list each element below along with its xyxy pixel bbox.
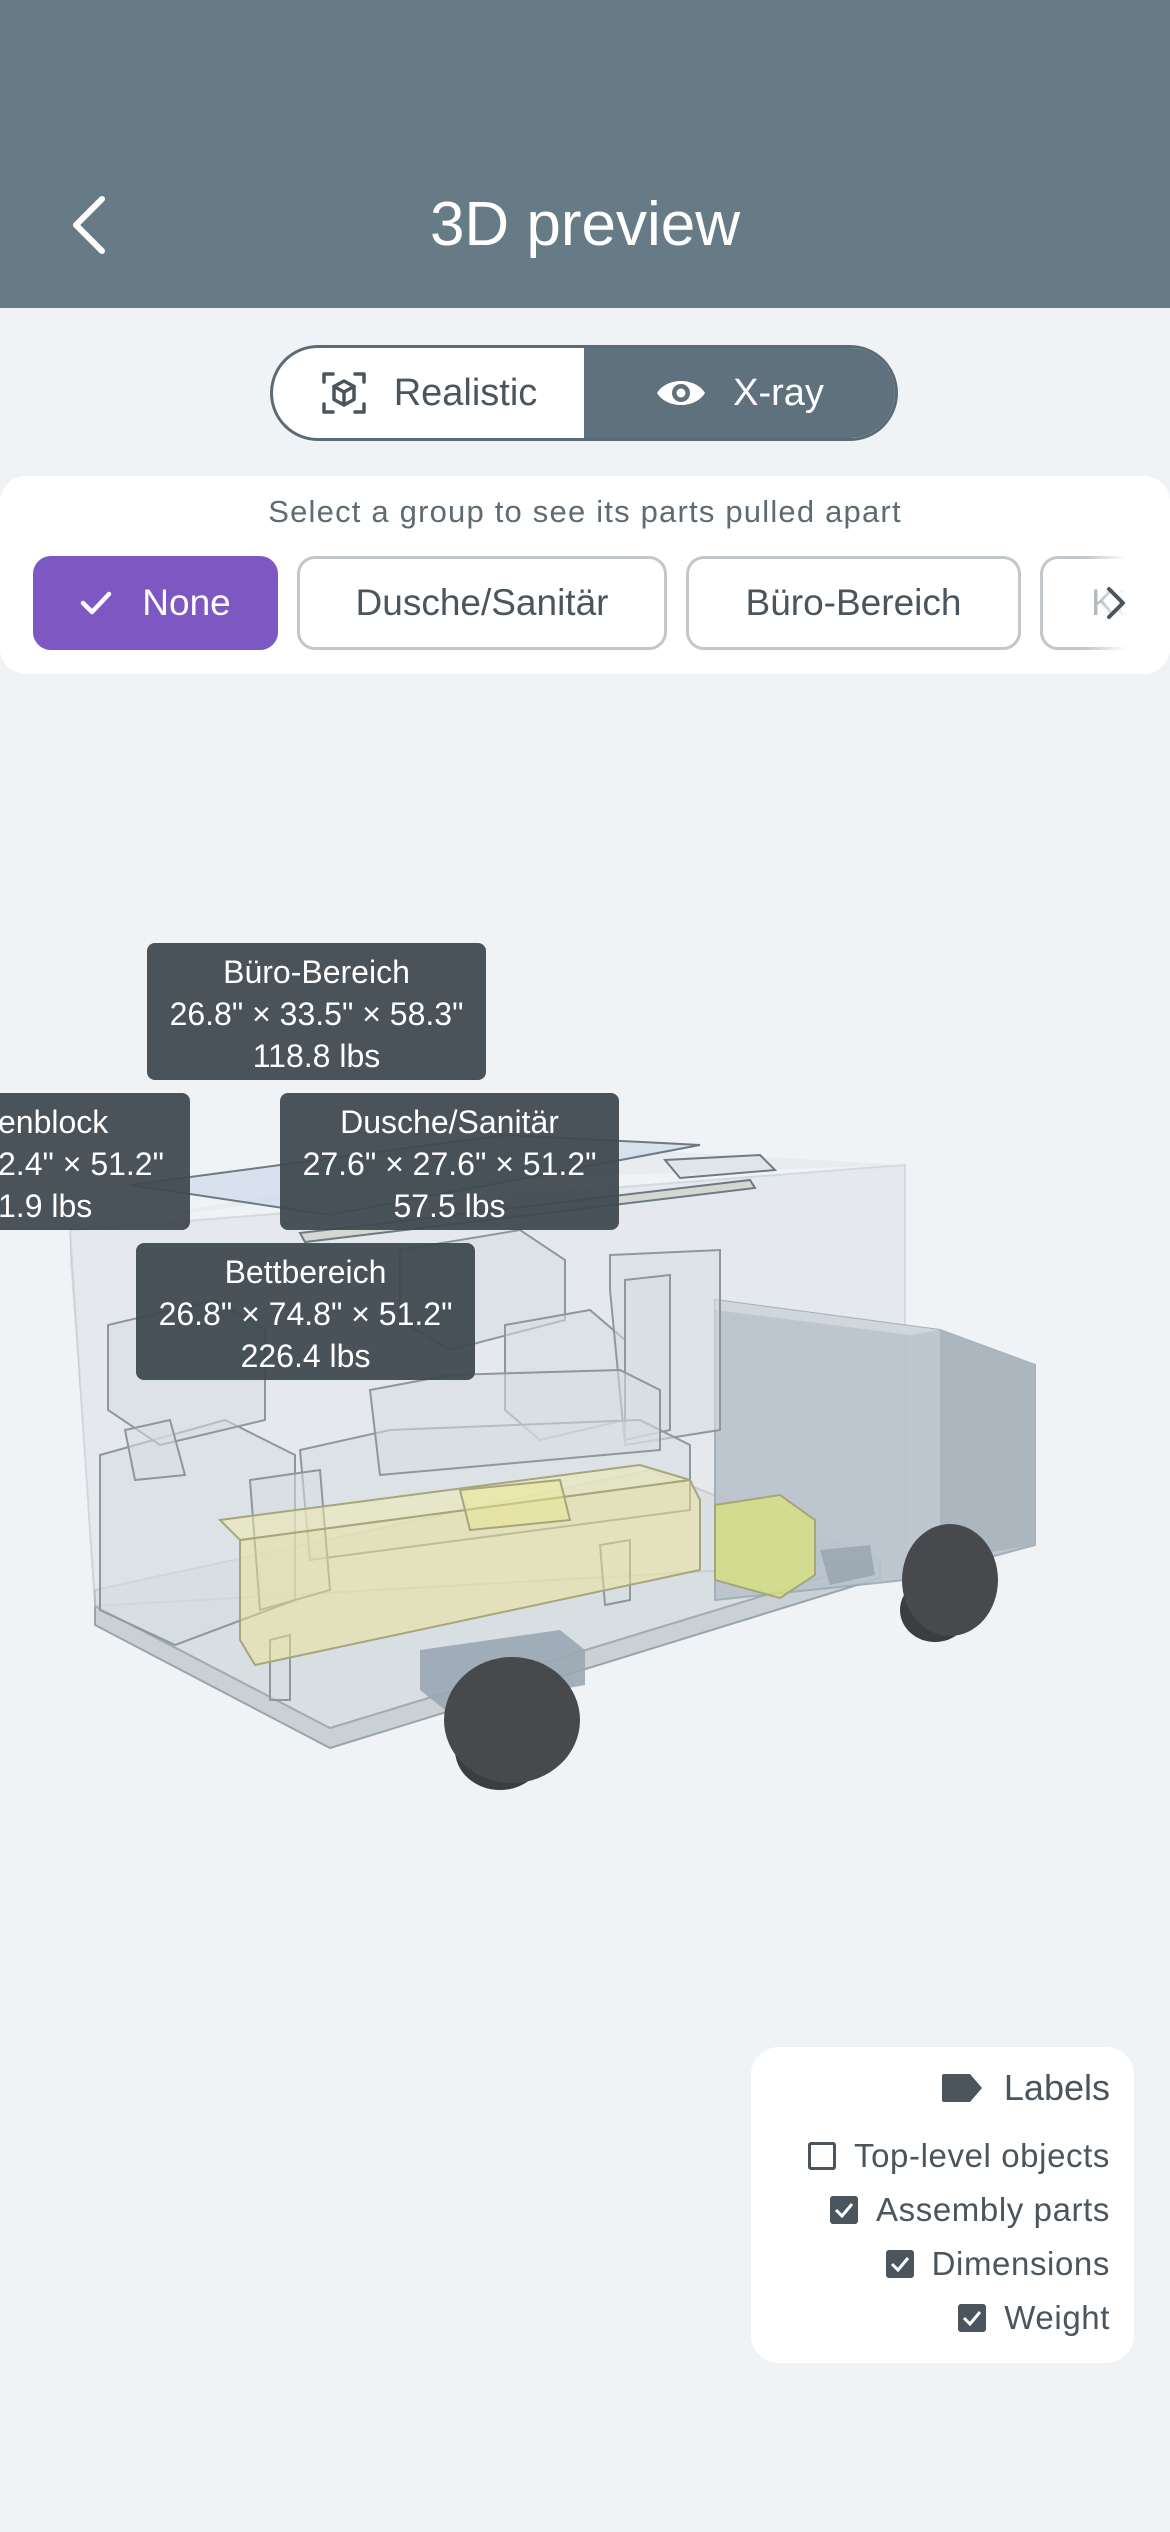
yellow-modules <box>217 1463 816 1667</box>
group-chip-label: Büro-Bereich <box>745 582 962 623</box>
eye-icon <box>657 381 706 405</box>
chevron-right-icon <box>1107 587 1125 619</box>
group-chip-none[interactable]: None <box>33 556 278 650</box>
view-mode-toggle: Realistic X-ray <box>270 345 898 441</box>
scene-label-weight: 1.9 lbs <box>0 1188 93 1224</box>
group-selector-hint: Select a group to see its parts pulled a… <box>268 494 902 529</box>
scene-label-weight: 57.5 lbs <box>393 1188 506 1224</box>
scene-label-dimensions: 26.8" × 74.8" × 51.2" <box>158 1296 453 1332</box>
checkbox-checked-icon[interactable] <box>885 2250 914 2278</box>
scene-label-dimensions: 27.6" × 27.6" × 51.2" <box>302 1146 597 1182</box>
page-title: 3D preview <box>429 190 741 259</box>
labels-panel: Labels Top-level objects Assembly parts … <box>751 2047 1134 2363</box>
tag-icon <box>941 2074 982 2102</box>
checkbox-unchecked-icon[interactable] <box>808 2142 836 2170</box>
back-button[interactable] <box>48 180 128 270</box>
option-top-level-objects[interactable]: Top-level objects <box>808 2137 1110 2175</box>
xray-mode-label: X-ray <box>733 371 824 414</box>
scene-label-weight: 226.4 lbs <box>240 1338 371 1374</box>
scene-label-dimensions: 26.8" × 33.5" × 58.3" <box>169 996 464 1032</box>
option-dimensions[interactable]: Dimensions <box>885 2245 1110 2283</box>
realistic-mode-button[interactable]: Realistic <box>273 348 584 438</box>
check-icon <box>81 591 112 615</box>
scroll-right-button[interactable] <box>1091 578 1141 628</box>
scene-label-name: Büro-Bereich <box>223 954 410 990</box>
chip-row-fade <box>1085 556 1145 650</box>
checkbox-checked-icon[interactable] <box>958 2304 987 2332</box>
option-weight[interactable]: Weight <box>958 2299 1110 2337</box>
option-label: Dimensions <box>931 2245 1110 2282</box>
scene-label-weight: 118.8 lbs <box>252 1038 381 1074</box>
option-label: Weight <box>1004 2299 1110 2336</box>
app-header: 3D preview <box>0 0 1170 308</box>
scene-label-buero-bereich: Büro-Bereich 26.8" × 33.5" × 58.3" 118.8… <box>147 943 486 1080</box>
wheels <box>444 1524 998 1790</box>
group-selector-card: Select a group to see its parts pulled a… <box>0 476 1170 674</box>
scene-label-name: enblock <box>0 1104 109 1140</box>
scene-label-dimensions: 2.4" × 51.2" <box>0 1146 164 1182</box>
group-chip-dusche-sanitaer[interactable]: Dusche/Sanitär <box>297 556 667 650</box>
chevron-left-icon <box>73 196 105 254</box>
labels-panel-title: Labels <box>1003 2067 1110 2108</box>
realistic-mode-label: Realistic <box>393 371 538 414</box>
group-chip-label: Dusche/Sanitär <box>355 582 609 623</box>
group-chip-buero-bereich[interactable]: Büro-Bereich <box>686 556 1021 650</box>
labels-panel-header: Labels <box>940 2067 1110 2109</box>
checkbox-checked-icon[interactable] <box>830 2196 859 2224</box>
option-label: Assembly parts <box>876 2191 1110 2228</box>
group-chip-label: None <box>142 582 231 623</box>
option-label: Top-level objects <box>854 2137 1110 2174</box>
scene-label-name: Bettbereich <box>224 1254 387 1290</box>
group-chip-row: None Dusche/Sanitär Büro-Bereich Kü <box>33 556 1145 650</box>
option-assembly-parts[interactable]: Assembly parts <box>830 2191 1110 2229</box>
scene-label-bettbereich: Bettbereich 26.8" × 74.8" × 51.2" 226.4 … <box>136 1243 475 1380</box>
scene-label-name: Dusche/Sanitär <box>340 1104 559 1140</box>
3d-viewport[interactable] <box>0 700 1170 2000</box>
xray-mode-button[interactable]: X-ray <box>584 348 895 438</box>
cube-scan-icon <box>321 372 366 414</box>
scene-label-kuechenblock: enblock 2.4" × 51.2" 1.9 lbs <box>0 1093 190 1230</box>
scene-label-dusche-sanitaer: Dusche/Sanitär 27.6" × 27.6" × 51.2" 57.… <box>280 1093 619 1230</box>
